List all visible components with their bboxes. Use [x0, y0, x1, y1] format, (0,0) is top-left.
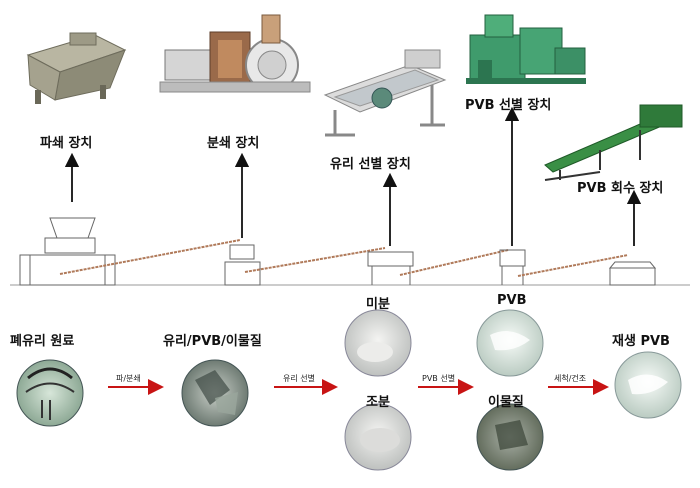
glass-sorter-image: [323, 49, 447, 137]
coarse-powder-image: [344, 403, 412, 471]
raw-glass-image: [16, 359, 84, 427]
pvb-sorter-label: PVB 선별 장치: [465, 98, 552, 113]
process-line: [10, 217, 690, 286]
raw-material-label: 폐유리 원료: [10, 334, 75, 349]
pvb-image: [476, 309, 544, 377]
pvb-label: PVB: [497, 293, 527, 308]
pvb-recovery-image: [544, 104, 683, 181]
glass-sort-step-label: 유리 선별: [283, 374, 315, 383]
recycled-pvb-image: [614, 351, 682, 419]
foreign-matter-label: 이물질: [488, 395, 524, 410]
wash-dry-step-label: 세척/건조: [554, 374, 587, 383]
fine-powder-label: 미분: [366, 297, 390, 312]
pvb-sorter-image: [466, 14, 586, 84]
foreign-matter-image: [476, 403, 544, 471]
pulverizer-label: 분쇄 장치: [207, 136, 260, 151]
pulverizer-image: [159, 14, 311, 93]
crusher-image: [26, 32, 127, 104]
recycled-pvb-label: 재생 PVB: [612, 334, 670, 349]
mixed-material-label: 유리/PVB/이물질: [163, 334, 262, 349]
crush-step-label: 파/분쇄: [116, 374, 141, 383]
glass-sorter-label: 유리 선별 장치: [330, 157, 411, 172]
coarse-powder-label: 조분: [366, 395, 390, 410]
crusher-label: 파쇄 장치: [40, 136, 93, 151]
mixed-material-image: [181, 359, 249, 427]
fine-powder-image: [344, 309, 412, 377]
pvb-recovery-label: PVB 회수 장치: [577, 181, 664, 196]
pvb-sort-step-label: PVB 선별: [422, 374, 456, 383]
